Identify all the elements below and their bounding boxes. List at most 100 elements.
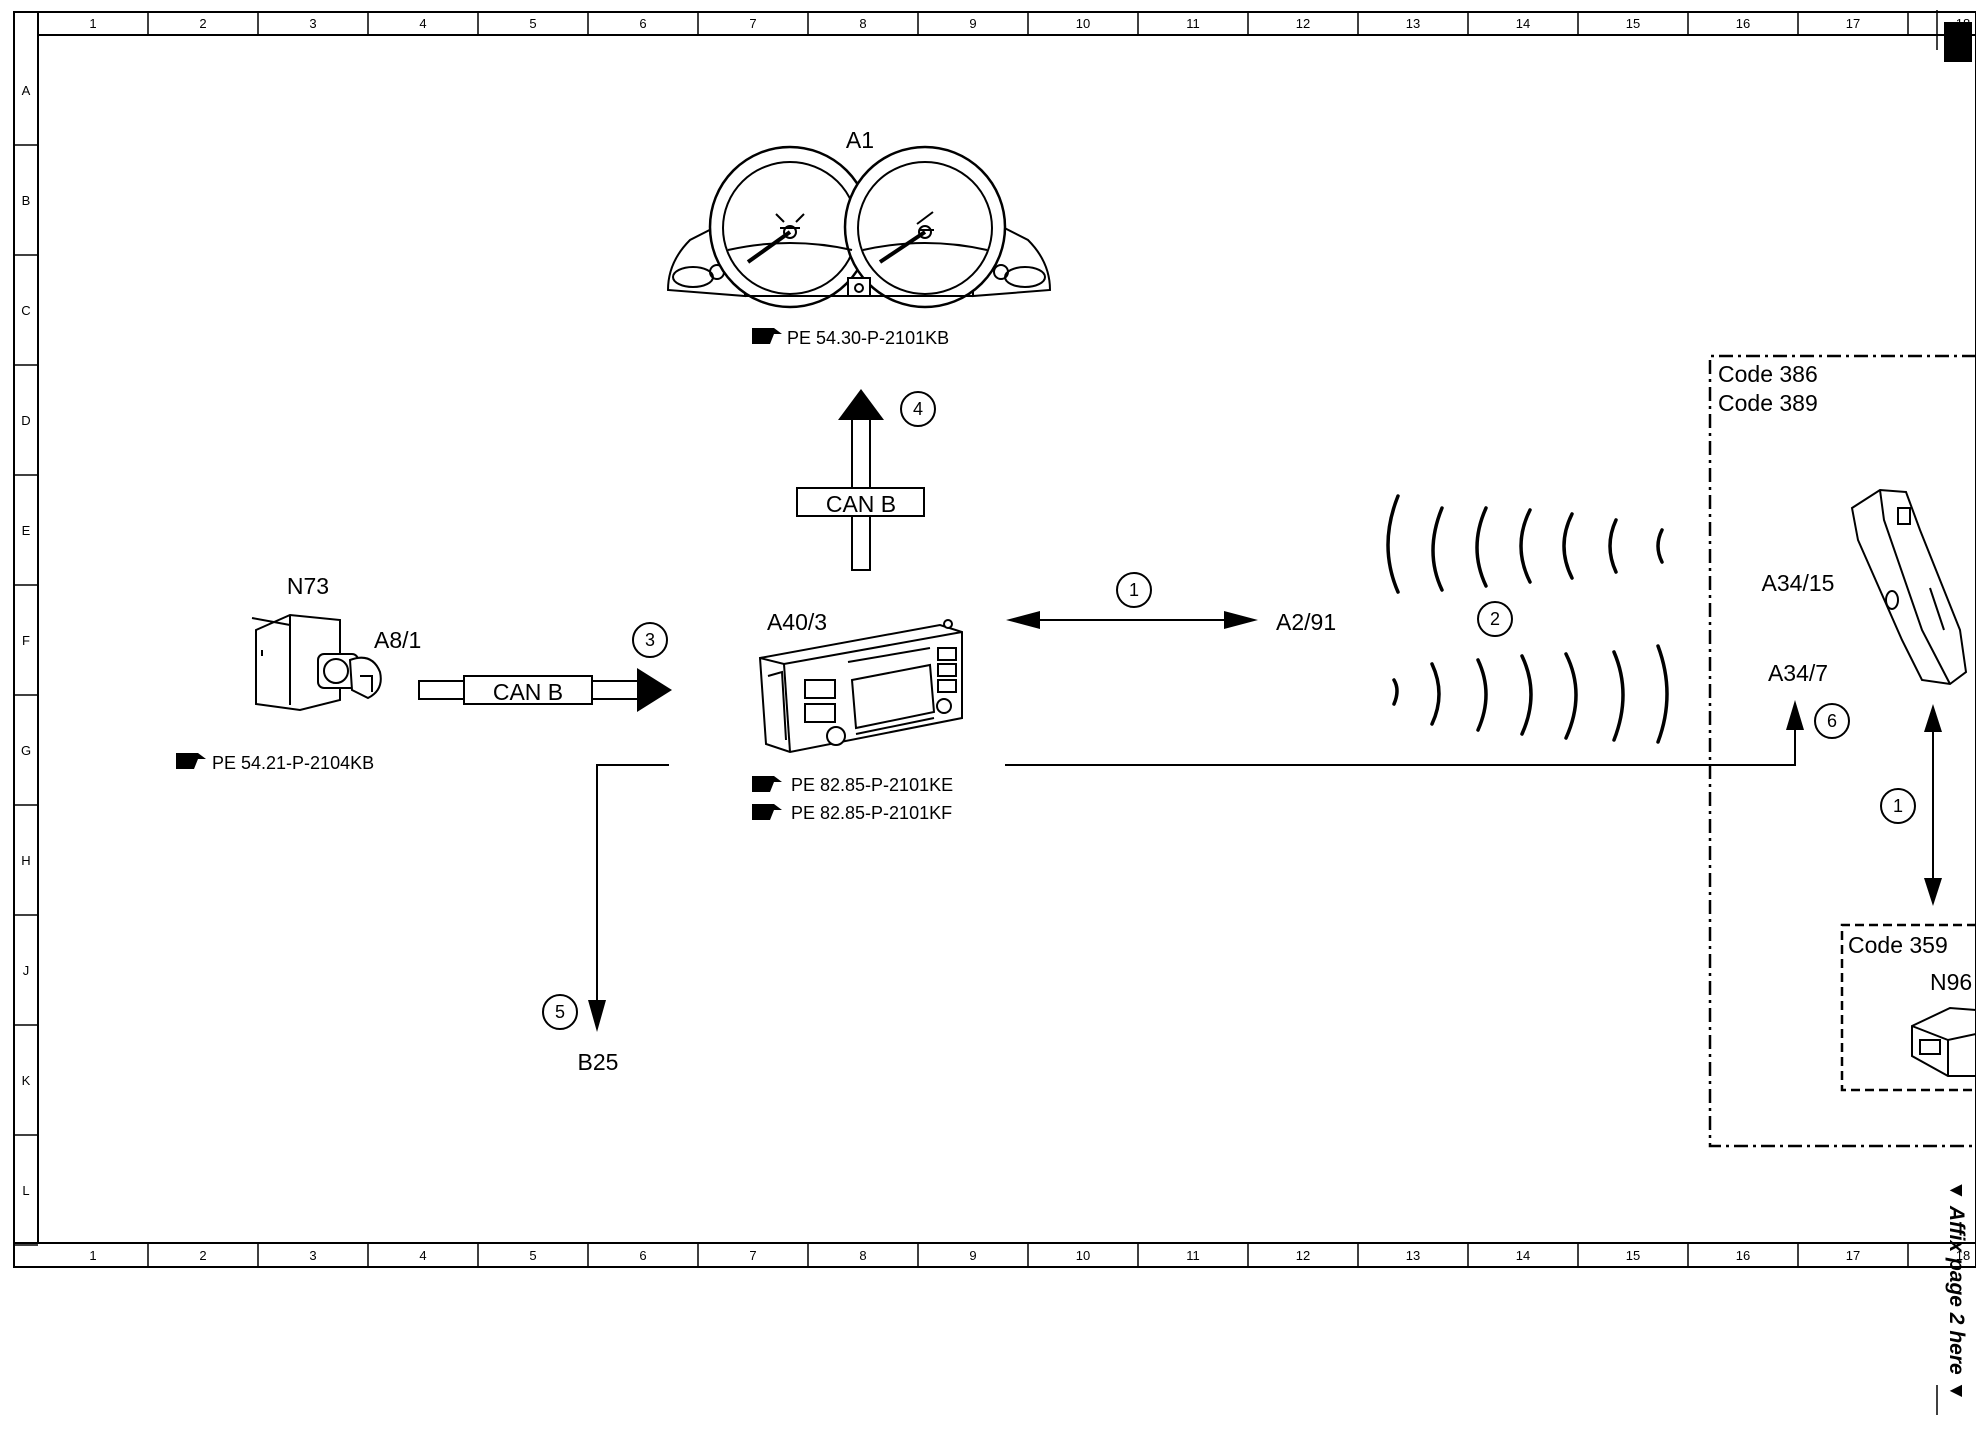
grid-column-label: 18 xyxy=(1956,1248,1970,1263)
ref-icon xyxy=(176,753,206,769)
circle-5-number: 5 xyxy=(555,1002,565,1022)
a34-7-label: A34/7 xyxy=(1768,660,1828,686)
double-arrow-a2-91 xyxy=(1006,611,1258,629)
n73-label: N73 xyxy=(287,573,329,599)
grid-column-label: 7 xyxy=(749,16,756,31)
circle-3 xyxy=(632,622,668,658)
grid-row-label: B xyxy=(22,193,31,208)
code-386-label: Code 386 xyxy=(1718,361,1818,387)
grid-column-label: 14 xyxy=(1516,16,1530,31)
grid-column-label: 10 xyxy=(1076,1248,1090,1263)
a2-91-label: A2/91 xyxy=(1276,609,1336,635)
grid-column-label: 16 xyxy=(1736,16,1750,31)
b25-label: B25 xyxy=(578,1049,619,1075)
grid-ticks xyxy=(14,12,1909,1267)
grid-labels: 1122334455667788991010111112121313141415… xyxy=(21,16,1970,1263)
grid-row-label: L xyxy=(22,1183,29,1198)
can-b-arrow-right xyxy=(418,668,672,712)
grid-column-label: 10 xyxy=(1076,16,1090,31)
a8-1-label: A8/1 xyxy=(374,627,421,653)
grid-column-label: 2 xyxy=(199,1248,206,1263)
grid-column-label: 6 xyxy=(639,16,646,31)
grid-column-label: 14 xyxy=(1516,1248,1530,1263)
grid-column-label: 3 xyxy=(309,16,316,31)
a40-3-label: A40/3 xyxy=(767,609,827,635)
grid-column-label: 13 xyxy=(1406,16,1420,31)
n96-label: N96 xyxy=(1930,969,1972,995)
grid-row-label: F xyxy=(22,633,30,648)
a40-3-reference-2: PE 82.85-P-2101KF xyxy=(791,803,952,823)
grid-column-label: 5 xyxy=(529,1248,536,1263)
code-386-389-box xyxy=(1708,354,1976,1148)
grid-column-label: 4 xyxy=(419,1248,426,1263)
grid-column-label: 15 xyxy=(1626,1248,1640,1263)
grid-row-label: E xyxy=(22,523,31,538)
circle-2-number: 2 xyxy=(1490,609,1500,629)
grid-row-label: K xyxy=(22,1073,31,1088)
a1-reference: PE 54.30-P-2101KB xyxy=(787,328,949,348)
grid-column-label: 7 xyxy=(749,1248,756,1263)
grid-column-label: 12 xyxy=(1296,16,1310,31)
radio-waves-icon xyxy=(1386,494,1669,744)
corner-mark xyxy=(1936,10,1972,1415)
instrument-cluster-icon xyxy=(666,145,1052,309)
grid-column-label: 11 xyxy=(1186,16,1200,31)
code-359-box xyxy=(1840,923,1976,1092)
grid-column-label: 11 xyxy=(1186,1248,1200,1263)
circle-2 xyxy=(1477,601,1513,637)
a34-15-label: A34/15 xyxy=(1762,570,1835,596)
can-b-top-label: CAN B xyxy=(826,491,896,517)
grid-row-label: J xyxy=(23,963,30,978)
affix-page-note: ▼ Affix page 2 here ▼ xyxy=(1945,1180,1968,1401)
circle-4 xyxy=(900,391,936,427)
circle-5 xyxy=(542,994,578,1030)
circle-1b-number: 1 xyxy=(1893,796,1903,816)
ref-icon xyxy=(752,328,782,344)
code-359-label: Code 359 xyxy=(1848,932,1948,958)
grid-column-label: 13 xyxy=(1406,1248,1420,1263)
grid-column-label: 2 xyxy=(199,16,206,31)
a1-label: A1 xyxy=(846,127,874,153)
grid-column-label: 9 xyxy=(969,1248,976,1263)
circle-1-number: 1 xyxy=(1129,580,1139,600)
a40-3-reference-1: PE 82.85-P-2101KE xyxy=(791,775,953,795)
circle-3-number: 3 xyxy=(645,630,655,650)
diagram-frame xyxy=(13,11,1976,1268)
grid-row-label: C xyxy=(21,303,30,318)
ignition-switch-icon xyxy=(251,613,382,712)
grid-column-label: 1 xyxy=(89,16,96,31)
line-to-a34-7 xyxy=(1005,700,1804,766)
grid-column-label: 4 xyxy=(419,16,426,31)
double-arrow-n96 xyxy=(1924,704,1942,906)
head-unit-icon xyxy=(758,619,963,754)
grid-column-label: 17 xyxy=(1846,1248,1860,1263)
ref-icon xyxy=(752,804,782,820)
grid-column-label: 8 xyxy=(859,16,866,31)
circle-1b xyxy=(1880,788,1916,824)
code-389-label: Code 389 xyxy=(1718,390,1818,416)
ref-icon xyxy=(752,776,782,792)
grid-row-label: D xyxy=(21,413,30,428)
grid-row-label: H xyxy=(21,853,30,868)
control-module-icon xyxy=(1911,1006,1976,1077)
phone-cradle-icon xyxy=(1850,488,1968,686)
grid-column-label: 8 xyxy=(859,1248,866,1263)
circle-6 xyxy=(1814,703,1850,739)
grid-column-label: 3 xyxy=(309,1248,316,1263)
grid-column-label: 12 xyxy=(1296,1248,1310,1263)
circle-6-number: 6 xyxy=(1827,711,1837,731)
circle-4-number: 4 xyxy=(913,399,923,419)
grid-row-label: G xyxy=(21,743,31,758)
grid-column-label: 5 xyxy=(529,16,536,31)
circle-1 xyxy=(1116,572,1152,608)
a8-1-reference: PE 54.21-P-2104KB xyxy=(212,753,374,773)
grid-column-label: 1 xyxy=(89,1248,96,1263)
can-b-left-label: CAN B xyxy=(493,679,563,705)
line-to-b25 xyxy=(588,764,669,1032)
can-b-arrow-up xyxy=(796,389,925,571)
grid-column-label: 9 xyxy=(969,16,976,31)
grid-column-label: 6 xyxy=(639,1248,646,1263)
grid-column-label: 15 xyxy=(1626,16,1640,31)
grid-column-label: 16 xyxy=(1736,1248,1750,1263)
